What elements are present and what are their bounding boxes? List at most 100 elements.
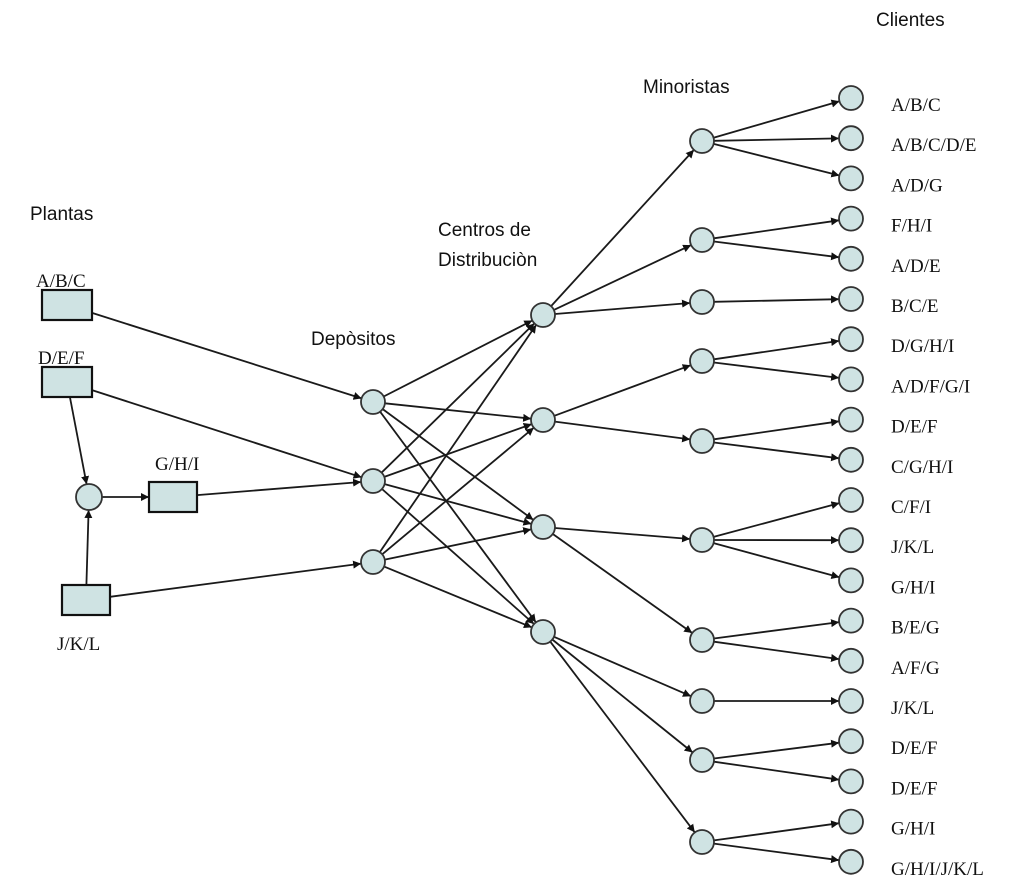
distribution-center-node-c2 [530, 407, 556, 433]
stage-label-clientes: Clientes [876, 10, 945, 31]
edge-p4-j1 [84, 509, 93, 586]
client-label: F/H/I [891, 216, 932, 237]
edge-r6-k13 [713, 542, 840, 580]
client-label: G/H/I [891, 819, 935, 840]
client-node-k19 [838, 808, 864, 835]
edge-r1-k1 [713, 99, 840, 139]
edge-d2-c3 [384, 483, 532, 526]
edge-c1-r1 [550, 149, 695, 307]
client-label: A/D/F/G/I [891, 376, 970, 397]
client-node-k17 [838, 728, 864, 755]
edge-c3-r7 [552, 533, 693, 634]
edge-c4-r8 [553, 635, 692, 698]
edge-r4-k8 [713, 361, 840, 381]
stage-label-depositos: Depòsitos [311, 329, 396, 350]
depot-node-d2 [360, 468, 386, 494]
client-label: A/B/C/D/E [891, 135, 977, 156]
plant-label: A/B/C [36, 271, 86, 292]
client-node-k11 [838, 487, 864, 513]
edge-r6-k11 [713, 501, 840, 538]
stage-label-centros-line2: Distribuciòn [438, 250, 537, 271]
client-node-k12 [838, 527, 864, 554]
retailer-node-r2 [689, 227, 715, 253]
depot-node-d3 [360, 549, 386, 575]
client-node-k2 [838, 125, 864, 152]
client-label: A/D/G [891, 175, 943, 196]
nodes-layer: A/B/C D/E/F G/H/I J/K/L A/B/C A/B/C/D/E A/D/G F… [36, 85, 984, 880]
plant-label: G/H/I [155, 454, 199, 475]
edge-r5-k10 [713, 441, 840, 462]
client-label: A/B/C [891, 95, 941, 116]
edge-d2-c2 [383, 423, 533, 478]
plant-node-p1 [40, 288, 94, 322]
retailer-node-r4 [689, 348, 715, 374]
edge-c4-r10 [549, 641, 696, 833]
stage-label-plantas: Plantas [30, 204, 93, 225]
client-label: D/E/F [891, 738, 937, 759]
distribution-center-node-c3 [530, 514, 556, 540]
retailer-node-r9 [689, 747, 715, 773]
junction-node [75, 483, 103, 511]
edge-r9-k18 [713, 760, 840, 783]
edge-r1-k2 [713, 134, 840, 143]
client-node-k6 [838, 286, 864, 312]
client-node-k16 [838, 688, 864, 714]
depot-node-d1 [360, 389, 386, 415]
edge-p1-d1 [91, 312, 362, 400]
edge-c2-r5 [554, 420, 691, 443]
edge-r1-k3 [713, 143, 840, 178]
client-label: C/F/I [891, 497, 931, 518]
edge-d3-c1 [379, 324, 537, 553]
retailer-node-r8 [689, 688, 715, 714]
edge-r2-k4 [713, 217, 840, 240]
edge-d1-c3 [382, 408, 534, 521]
edge-r9-k17 [713, 739, 840, 760]
edge-r5-k9 [713, 418, 840, 441]
edge-c2-r4 [553, 364, 692, 417]
client-label: B/C/E [891, 296, 939, 317]
edge-p3-d2 [196, 478, 362, 496]
client-node-k1 [838, 85, 864, 111]
client-node-k4 [838, 205, 864, 232]
client-node-k15 [838, 647, 864, 674]
client-node-k8 [838, 366, 864, 393]
client-node-k9 [838, 406, 864, 433]
edge-r3-k6 [713, 295, 840, 304]
client-node-k20 [838, 848, 864, 875]
client-node-k10 [838, 446, 864, 473]
edge-c3-r6 [554, 527, 691, 543]
edge-d2-c4 [381, 488, 535, 625]
edge-d3-c4 [383, 565, 533, 629]
client-label: J/K/L [891, 698, 934, 719]
edge-d3-c2 [381, 427, 535, 555]
stage-label-minoristas: Minoristas [643, 77, 730, 98]
client-label: A/F/G [891, 658, 940, 679]
client-label: J/K/L [891, 537, 934, 558]
client-label: G/H/I/J/K/L [891, 859, 984, 880]
plant-label: J/K/L [57, 634, 100, 655]
client-node-k13 [838, 567, 864, 594]
edge-r4-k7 [713, 338, 840, 361]
client-label: D/E/F [891, 417, 937, 438]
client-label: D/E/F [891, 778, 937, 799]
edge-d1-c4 [379, 411, 537, 623]
edge-r7-k15 [713, 640, 840, 662]
edge-p2-j1 [69, 396, 90, 485]
distribution-center-node-c4 [530, 619, 556, 645]
plant-node-p2 [40, 365, 94, 399]
edge-d2-c1 [380, 322, 536, 474]
edge-c1-r3 [554, 299, 691, 315]
retailer-node-r6 [689, 527, 715, 553]
edge-d1-c2 [384, 402, 532, 422]
client-node-k18 [838, 768, 864, 795]
client-node-k14 [838, 607, 864, 634]
client-node-k7 [838, 326, 864, 353]
plant-node-p3 [147, 480, 199, 514]
edge-r7-k14 [713, 619, 840, 640]
retailer-node-r1 [689, 128, 715, 154]
edge-d1-c1 [383, 319, 533, 398]
retailer-node-r10 [689, 829, 715, 855]
edge-d3-c3 [384, 527, 532, 561]
edges-layer [69, 99, 840, 864]
